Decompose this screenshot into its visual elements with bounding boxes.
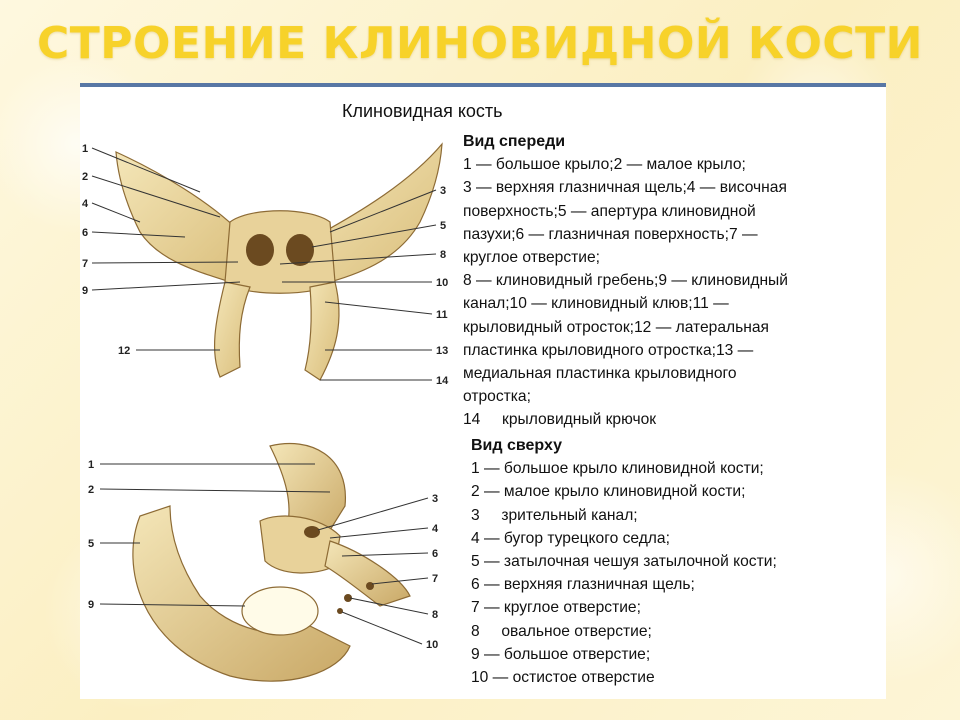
content-panel: [80, 83, 886, 699]
front-desc-line: пазухи;6 — глазничная поверхность;7 —: [463, 225, 758, 243]
front-label-3: 3: [440, 185, 446, 197]
top-desc-line: 1 — большое крыло клиновидной кости;: [471, 460, 764, 478]
front-desc-line: крыловидный отросток;12 — латеральная: [463, 318, 769, 336]
front-figure-labels-left: 1 2 4 6 7 9 12: [82, 143, 241, 357]
top-desc-line: 7 — круглое отверстие;: [471, 599, 641, 617]
top-label-1: 1: [88, 459, 94, 471]
front-view-heading: Вид спереди: [463, 133, 566, 150]
front-label-2: 2: [82, 171, 88, 183]
top-view-heading: Вид сверху: [471, 437, 562, 454]
front-desc-line: пластинка крыловидного отростка;13 —: [463, 341, 754, 359]
top-label-3: 3: [432, 493, 438, 505]
top-desc-line: 8 овальное отверстие;: [471, 622, 652, 640]
front-desc-line: 3 — верхняя глазничная щель;4 — височная: [463, 179, 787, 197]
top-label-2: 2: [88, 484, 94, 496]
front-label-4: 4: [82, 198, 89, 210]
top-label-5: 5: [88, 538, 94, 550]
front-label-10: 10: [436, 277, 448, 289]
top-desc-line: 3 зрительный канал;: [471, 506, 638, 524]
front-figure-labels-right: 3 5 8 10 11 13 14: [279, 185, 449, 387]
front-label-6: 6: [82, 227, 88, 239]
top-label-8: 8: [432, 609, 438, 621]
slide-title: СТРОЕНИЕ КЛИНОВИДНОЙ КОСТИ: [36, 18, 924, 69]
front-desc-line: поверхность;5 — апертура клиновидной: [463, 202, 756, 220]
front-label-9: 9: [82, 285, 88, 297]
front-label-11: 11: [436, 309, 448, 321]
front-label-1: 1: [82, 143, 88, 155]
top-desc-line: 6 — верхняя глазничная щель;: [471, 576, 695, 594]
front-desc-line: 1 — большое крыло;2 — малое крыло;: [463, 156, 746, 174]
top-desc-line: 4 — бугор турецкого седла;: [471, 529, 670, 547]
front-view-description: Вид спереди 1 — большое крыло;2 — малое …: [463, 130, 883, 432]
top-label-6: 6: [432, 548, 438, 560]
top-label-9: 9: [88, 599, 94, 611]
front-label-5: 5: [440, 220, 446, 232]
front-desc-line: 14 крыловидный крючок: [463, 411, 657, 429]
top-desc-line: 10 — остистое отверстие: [471, 669, 655, 687]
top-label-7: 7: [432, 573, 438, 585]
top-label-4: 4: [432, 523, 439, 535]
top-desc-line: 9 — большое отверстие;: [471, 645, 651, 663]
top-desc-line: 5 — затылочная чешуя затылочной кости;: [471, 553, 777, 571]
front-label-13: 13: [436, 345, 448, 357]
top-label-10: 10: [426, 639, 438, 651]
front-label-12: 12: [118, 345, 130, 357]
front-desc-line: 8 — клиновидный гребень;9 — клиновидный: [463, 272, 788, 290]
front-desc-line: отростка;: [463, 388, 531, 406]
front-label-14: 14: [436, 375, 449, 387]
panel-title: Клиновидная кость: [342, 101, 503, 121]
top-desc-line: 2 — малое крыло клиновидной кости;: [471, 483, 746, 501]
front-label-7: 7: [82, 258, 88, 270]
top-view-description: Вид сверху 1 — большое крыло клиновидной…: [471, 434, 881, 689]
top-figure-labels-left: 1 2 5 9: [88, 459, 331, 611]
front-view-illustration: 1 2 4 6 7 9 12 3 5 8 10 11 13 14: [82, 142, 449, 387]
top-view-illustration: 1 2 5 9 3 4 6 7 8 10: [88, 442, 439, 682]
front-label-8: 8: [440, 249, 446, 261]
top-figure-labels-right: 3 4 6 7 8 10: [317, 493, 439, 651]
front-desc-line: медиальная пластинка крыловидного: [463, 365, 737, 383]
front-desc-line: канал;10 — клиновидный клюв;11 —: [463, 295, 729, 313]
front-desc-line: круглое отверстие;: [463, 249, 600, 267]
